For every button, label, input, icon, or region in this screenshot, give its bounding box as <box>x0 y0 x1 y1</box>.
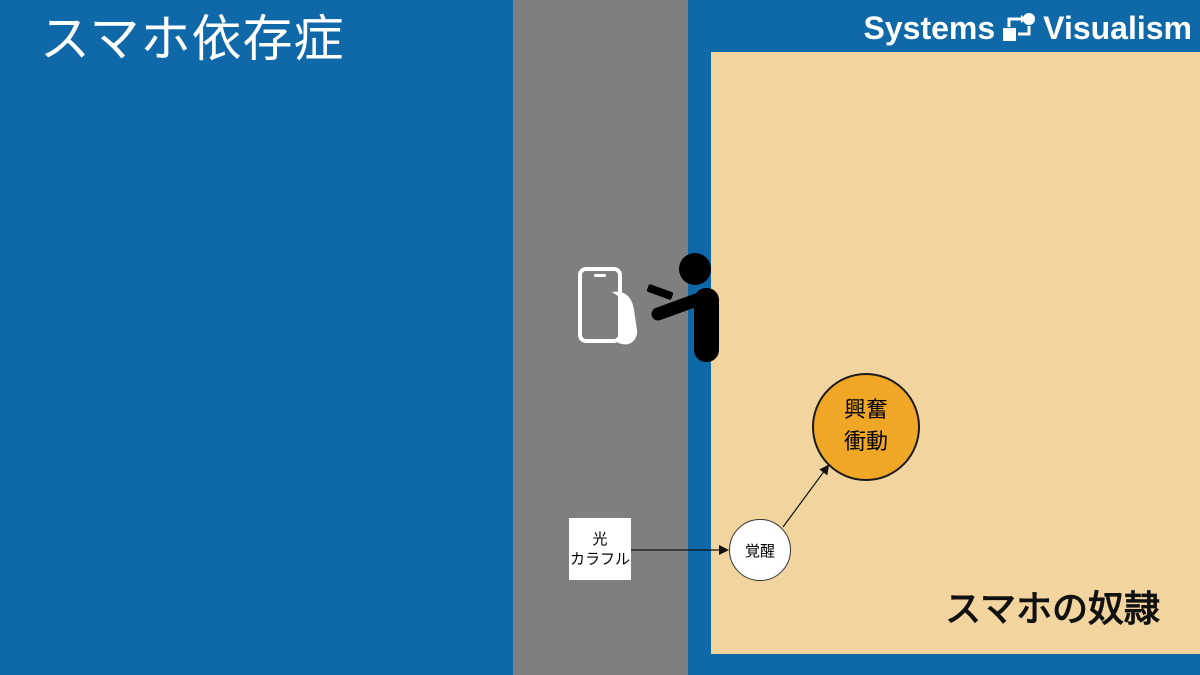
smartphone-in-hand-icon <box>578 267 638 345</box>
excitement-node-line-2: 衝動 <box>843 430 888 455</box>
arousal-node: 覚醒 <box>729 519 791 581</box>
slide-title: スマホ依存症 <box>40 10 345 68</box>
arousal-node-label: 覚醒 <box>744 541 775 560</box>
light-box-line-2: カラフル <box>569 550 630 568</box>
person-using-phone-icon <box>646 253 719 362</box>
caption-smartphone-slave: スマホの奴隷 <box>945 589 1160 630</box>
brand-word-right: Visualism <box>1043 10 1192 46</box>
excitement-impulse-node: 興奮 衝動 <box>812 373 920 481</box>
light-box-line-1: 光 <box>592 529 608 548</box>
excitement-node-line-1: 興奮 <box>843 398 888 424</box>
brand-logo: Systems Visualism <box>800 8 1192 48</box>
systems-visualism-logo-icon <box>1003 13 1036 41</box>
tan-panel <box>711 52 1200 654</box>
brand-word-left: Systems <box>863 10 996 46</box>
light-colorful-box: 光 カラフル <box>569 518 631 580</box>
